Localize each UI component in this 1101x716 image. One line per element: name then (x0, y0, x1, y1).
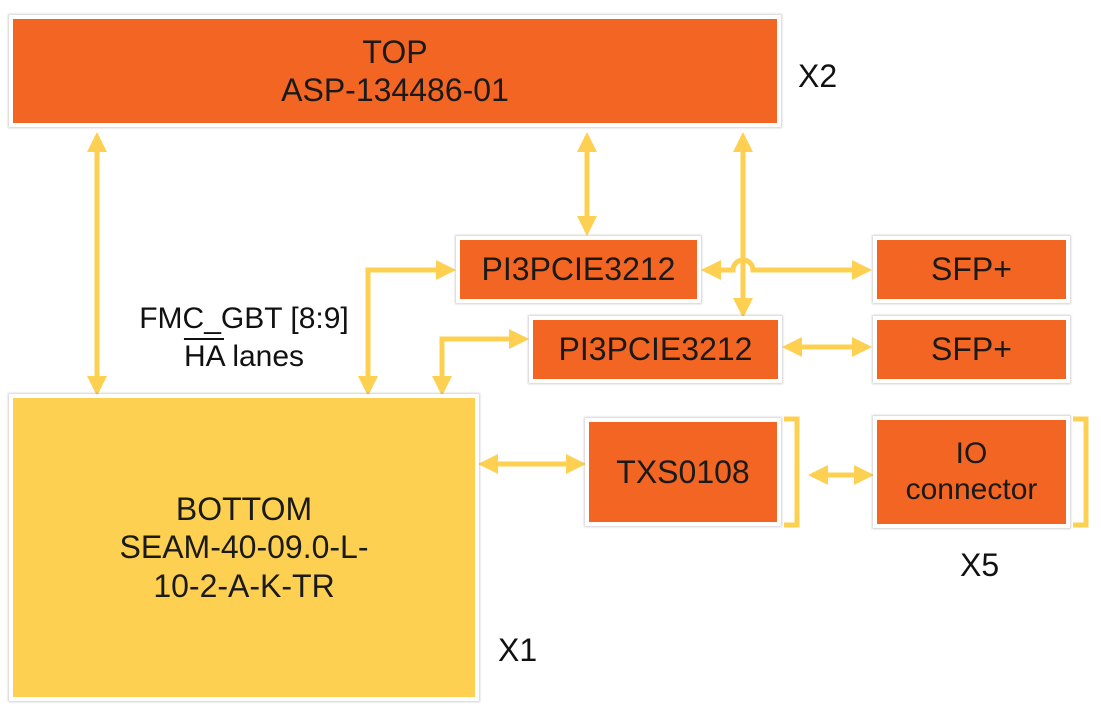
fmc-note-lanes: lanes (223, 339, 305, 373)
top-connector-block: TOP ASP-134486-01 (9, 15, 781, 127)
top-block-part: ASP-134486-01 (281, 72, 509, 108)
bottom-connector-block: BOTTOM SEAM-40-09.0-L- 10-2-A-K-TR (9, 394, 479, 701)
sfp-cage-1-label: SFP+ (931, 251, 1012, 288)
io-connector-block: IO connector (873, 416, 1070, 528)
level-shifter-block: TXS0108 (585, 418, 781, 526)
pcie-mux-2-label: PI3PCIE3212 (558, 331, 753, 368)
bracket-txs (784, 416, 800, 528)
sfp-cage-2-label: SFP+ (931, 331, 1012, 368)
bottom-block-title: BOTTOM (175, 490, 313, 527)
fmc-note-line2: HA lanes (104, 338, 384, 376)
io-multiplier: X5 (960, 547, 1000, 583)
top-block-title: TOP (362, 33, 428, 70)
fmc-note-ha: HA (183, 339, 224, 373)
io-connector-line1: IO (955, 437, 988, 470)
bottom-multiplier: X1 (498, 632, 538, 668)
bracket-io (1073, 416, 1089, 528)
pcie-mux-1: PI3PCIE3212 (456, 236, 701, 303)
sfp-cage-2: SFP+ (873, 316, 1070, 383)
fmc-note-line1: FMC_GBT [8:9] (139, 302, 349, 335)
bottom-block-part-line2: 10-2-A-K-TR (153, 567, 335, 604)
level-shifter-label: TXS0108 (616, 453, 750, 490)
sfp-cage-1: SFP+ (873, 236, 1070, 303)
pcie-mux-2: PI3PCIE3212 (529, 316, 782, 383)
io-connector-line2: connector (905, 473, 1038, 506)
fmc-lanes-note: FMC_GBT [8:9] HA lanes (104, 300, 384, 375)
arrow-bottom-mux2 (432, 329, 529, 396)
bottom-block-part-line1: SEAM-40-09.0-L- (119, 529, 369, 566)
arrow-mux1-sfp1 (701, 257, 872, 280)
arrow-bottom-mux1 (358, 260, 456, 396)
top-multiplier: X2 (798, 58, 838, 94)
pcie-mux-1-label: PI3PCIE3212 (481, 251, 676, 288)
